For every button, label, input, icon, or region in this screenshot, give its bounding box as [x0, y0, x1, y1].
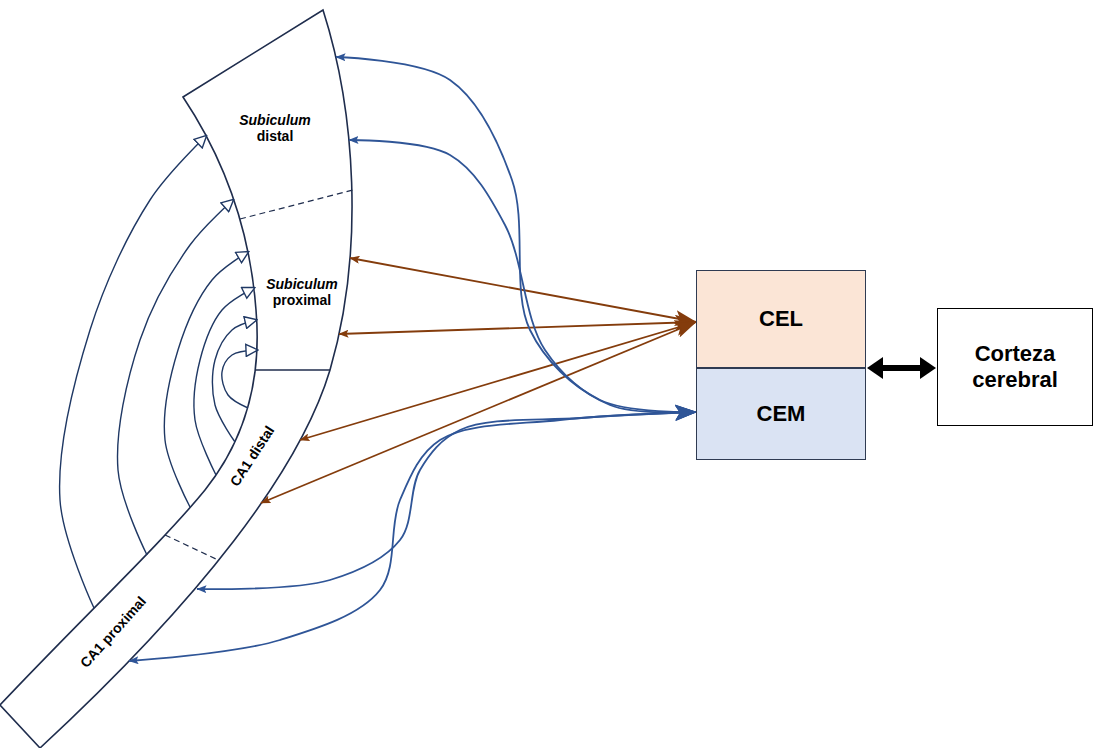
region-label: CA1 proximal: [77, 593, 149, 671]
cel-connection: [350, 258, 696, 322]
region-boundary: [240, 190, 353, 219]
ca1-region: CA1 proximal: [77, 593, 149, 671]
projection-arc: [194, 288, 254, 475]
projection-arc: [118, 200, 233, 555]
cortex-double-arrow: [879, 365, 924, 371]
region-boundary: [255, 369, 330, 370]
region-label: Subiculum distal: [233, 112, 317, 144]
nucleus-box: CEM: [696, 368, 866, 460]
cem-connection: [349, 140, 696, 413]
box-label: Corteza cerebral: [946, 341, 1084, 394]
box-label: CEM: [757, 401, 806, 427]
cel-connection: [261, 322, 696, 503]
cel-connection: [339, 322, 696, 334]
cortex-box: Corteza cerebral: [937, 308, 1093, 426]
nucleus-box: CEL: [696, 270, 866, 368]
cem-connection: [336, 57, 696, 412]
cel-connection: [300, 322, 696, 440]
region-boundary: [165, 535, 218, 560]
projection-arc: [60, 136, 206, 608]
projection-arc: [222, 350, 257, 408]
cem-connection: [197, 412, 696, 589]
projection-arc: [164, 252, 248, 507]
cem-connection: [129, 412, 696, 661]
ca1-region: CA1 distal: [227, 423, 278, 489]
projection-arc: [212, 320, 256, 442]
subiculum-region: Subiculum distal: [233, 112, 317, 144]
subiculum-region: Subiculum proximal: [260, 276, 344, 308]
region-label: Subiculum proximal: [260, 276, 344, 308]
region-label: CA1 distal: [227, 423, 278, 489]
box-label: CEL: [759, 306, 803, 332]
hippocampal-strip: [0, 10, 352, 748]
